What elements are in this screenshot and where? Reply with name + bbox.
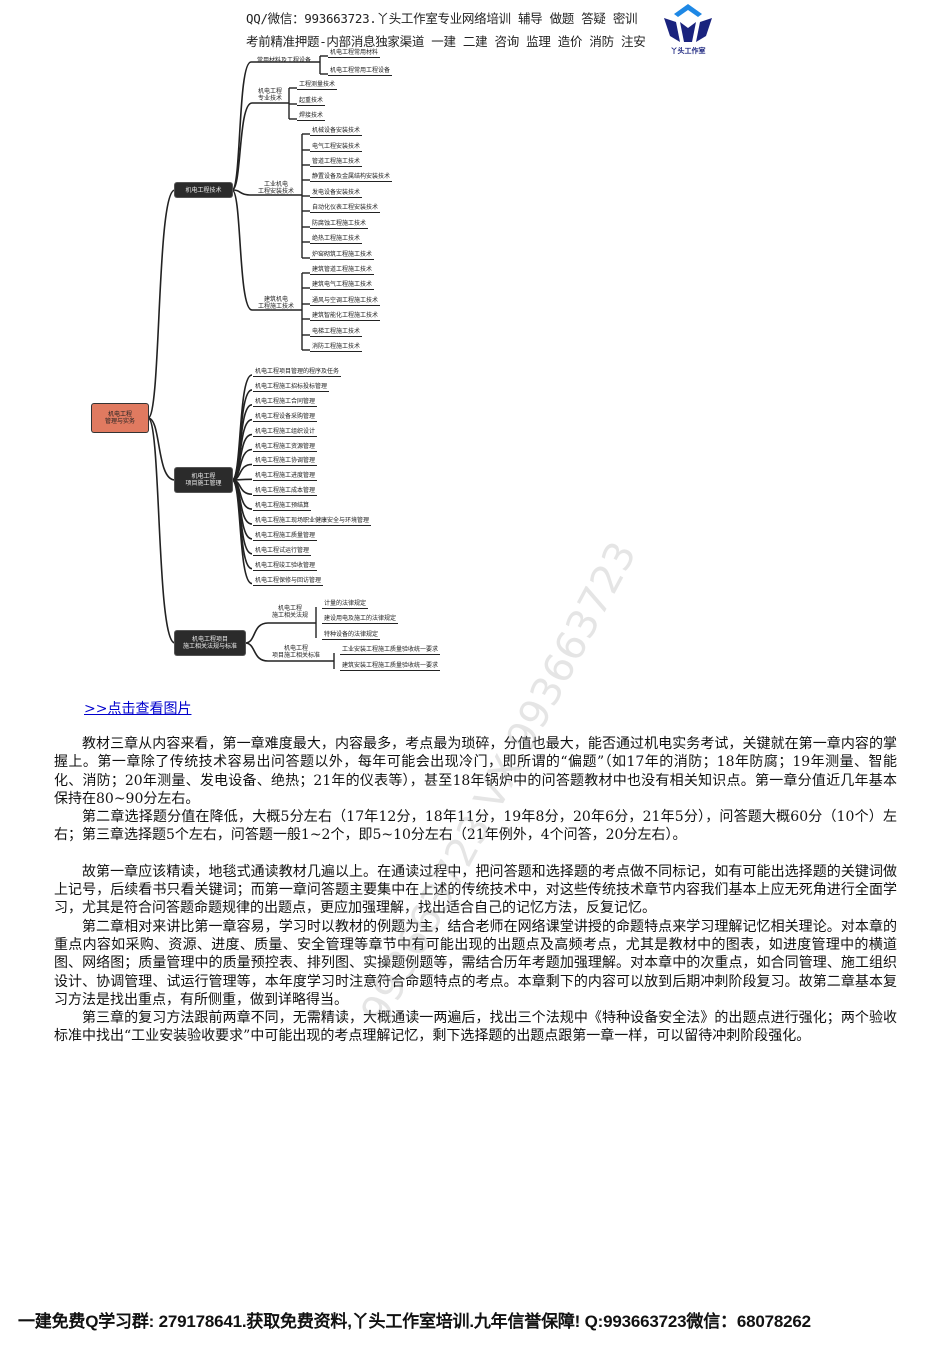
mindmap-leaf: 机电工程常用工程设备 [328, 67, 393, 76]
paragraph: 第二章相对来讲比第一章容易，学习时以教材的例题为主，结合老师在网络课堂讲授的命题… [54, 918, 897, 1008]
mindmap-leaf: 机电工程施工成本管理 [253, 487, 318, 497]
paragraph: 第三章的复习方法跟前两章不同，无需精读，大概通读一两遍后，找出三个法规中《特种设… [54, 1010, 897, 1045]
mindmap-leaf: 机电工程设备采购管理 [253, 412, 318, 422]
paragraph: 第二章选择题分值在降低，大概5分左右（17年12分，18年11分，19年8分，2… [54, 809, 897, 844]
svg-text:丫头工作室: 丫头工作室 [671, 46, 706, 55]
mindmap-connector [244, 642, 269, 662]
mindmap-root-node: 机电工程 管理与实务 [92, 404, 148, 432]
mindmap-leaf: 机电工程试运行管理 [253, 546, 312, 556]
mindmap-leaf: 机电工程竣工验收管理 [253, 561, 318, 571]
mindmap-leaf: 消防工程施工技术 [310, 343, 363, 352]
mindmap-leaf: 建设用电及施工的法律规定 [322, 615, 399, 624]
mindmap-leaf: 机电工程常用材料 [328, 49, 381, 58]
mindmap-branch-node: 机电工程项目 施工相关法规与标准 [175, 631, 245, 655]
mindmap-group-node: 建筑机电 工程施工技术 [258, 296, 295, 310]
mindmap-leaf: 发电设备安装技术 [310, 189, 363, 198]
mindmap-leaf: 管道工程施工技术 [310, 158, 363, 167]
mindmap-leaf: 机电工程施工现场职业健康安全与环境管理 [253, 517, 372, 526]
mindmap-leaf: 电梯工程施工技术 [310, 328, 363, 337]
mindmap-leaf: 建筑安装工程施工质量验收统一要求 [340, 662, 441, 671]
mindmap-leaf: 防腐蚀工程施工技术 [310, 220, 369, 229]
mindmap-connector [244, 622, 269, 644]
mindmap-leaf: 机电工程施工资源管理 [253, 442, 318, 452]
mindmap-connector [147, 417, 176, 644]
mindmap-leaf: 起重技术 [297, 97, 326, 106]
article-body: 教材三章从内容来看，第一章难度最大，内容最多，考点最为琐碎，分值也最大，能否通过… [54, 735, 897, 1046]
mindmap-leaf: 特种设备的法律规定 [322, 631, 381, 640]
mindmap-connector [231, 61, 252, 191]
mindmap-leaf: 绝热工程施工技术 [310, 235, 363, 244]
mindmap-leaf: 机电工程保修与回访管理 [253, 576, 324, 586]
mindmap-group-node: 机电工程 施工相关法规 [272, 605, 309, 619]
mindmap-leaf: 机电工程施工进度管理 [253, 472, 318, 482]
mindmap-leaf: 建筑管道工程施工技术 [310, 266, 375, 275]
mindmap-leaf: 机电工程施工协调管理 [253, 457, 318, 467]
mindmap-leaf: 电气工程安装技术 [310, 143, 363, 152]
mindmap-image: 机电工程 管理与实务 机电工程技术机电工程 项目施工管理机电工程项目 施工相关法规… [92, 49, 441, 671]
view-image-link[interactable]: >>点击查看图片 [84, 701, 192, 717]
mindmap-branch-node: 机电工程 项目施工管理 [175, 468, 232, 492]
mindmap-leaf: 机电工程施工合同管理 [253, 397, 318, 407]
paragraph: 教材三章从内容来看，第一章难度最大，内容最多，考点最为琐碎，分值也最大，能否通过… [54, 736, 897, 807]
mindmap-group-node: 机电工程 专业技术 [258, 88, 283, 102]
mindmap-leaf: 建筑电气工程施工技术 [310, 281, 375, 290]
mindmap-leaf: 焊接技术 [297, 112, 326, 121]
mindmap-leaf: 炉窑砌筑工程施工技术 [310, 251, 375, 260]
mindmap-connector [231, 189, 253, 311]
mindmap-leaf: 通风与空调工程施工技术 [310, 297, 381, 306]
mindmap-leaf: 自动化仪表工程安装技术 [310, 204, 381, 213]
mindmap-connector [231, 102, 253, 191]
mindmap-leaf: 机电工程施工组织设计 [253, 427, 318, 437]
mindmap-connector [147, 189, 176, 419]
mindmap-connector [231, 189, 253, 196]
mindmap-leaf: 机电工程项目管理的程序及任务 [253, 368, 342, 377]
header-line-1: QQ/微信：993663723.丫头工作室专业网络培训 辅导 做题 答疑 密训 [246, 11, 638, 26]
mindmap-leaf: 计量的法律规定 [322, 600, 369, 609]
mindmap-leaf: 机电工程施工质量管理 [253, 531, 318, 541]
mindmap-leaf: 机电工程施工招标投标管理 [253, 382, 330, 392]
mindmap-leaf: 机械设备安装技术 [310, 127, 363, 136]
mindmap-branch-node: 机电工程技术 [175, 183, 232, 197]
mindmap-group-node: 机电工程 项目施工相关标准 [272, 645, 321, 659]
mindmap-leaf: 工程测量技术 [297, 81, 338, 90]
studio-logo: 丫头工作室 [664, 4, 712, 55]
mindmap-leaf: 静置设备及金属结构安装技术 [310, 173, 393, 182]
mindmap-group-node: 常用材料及工程设备 [257, 57, 312, 64]
paragraph: 故第一章应该精读，地毯式通读教材几遍以上。在通读过程中，把问答题和选择题的考点做… [54, 863, 897, 917]
mindmap-connector [231, 479, 253, 585]
mindmap-group-node: 工业机电 工程安装技术 [258, 181, 295, 195]
header-line-2: 考前精准押题-内部消息独家渠道 一建 二建 咨询 监理 造价 消防 注安 [246, 34, 646, 49]
mindmap-leaf: 工业安装工程施工质量验收统一要求 [340, 646, 441, 655]
mindmap-leaf: 建筑智能化工程施工技术 [310, 312, 381, 321]
footer-banner: 一建免费Q学习群: 279178641.获取免费资料,丫头工作室培训.九年信誉保… [18, 1312, 811, 1331]
mindmap-connector [147, 417, 176, 481]
mindmap-leaf: 机电工程施工预结算 [253, 502, 312, 512]
